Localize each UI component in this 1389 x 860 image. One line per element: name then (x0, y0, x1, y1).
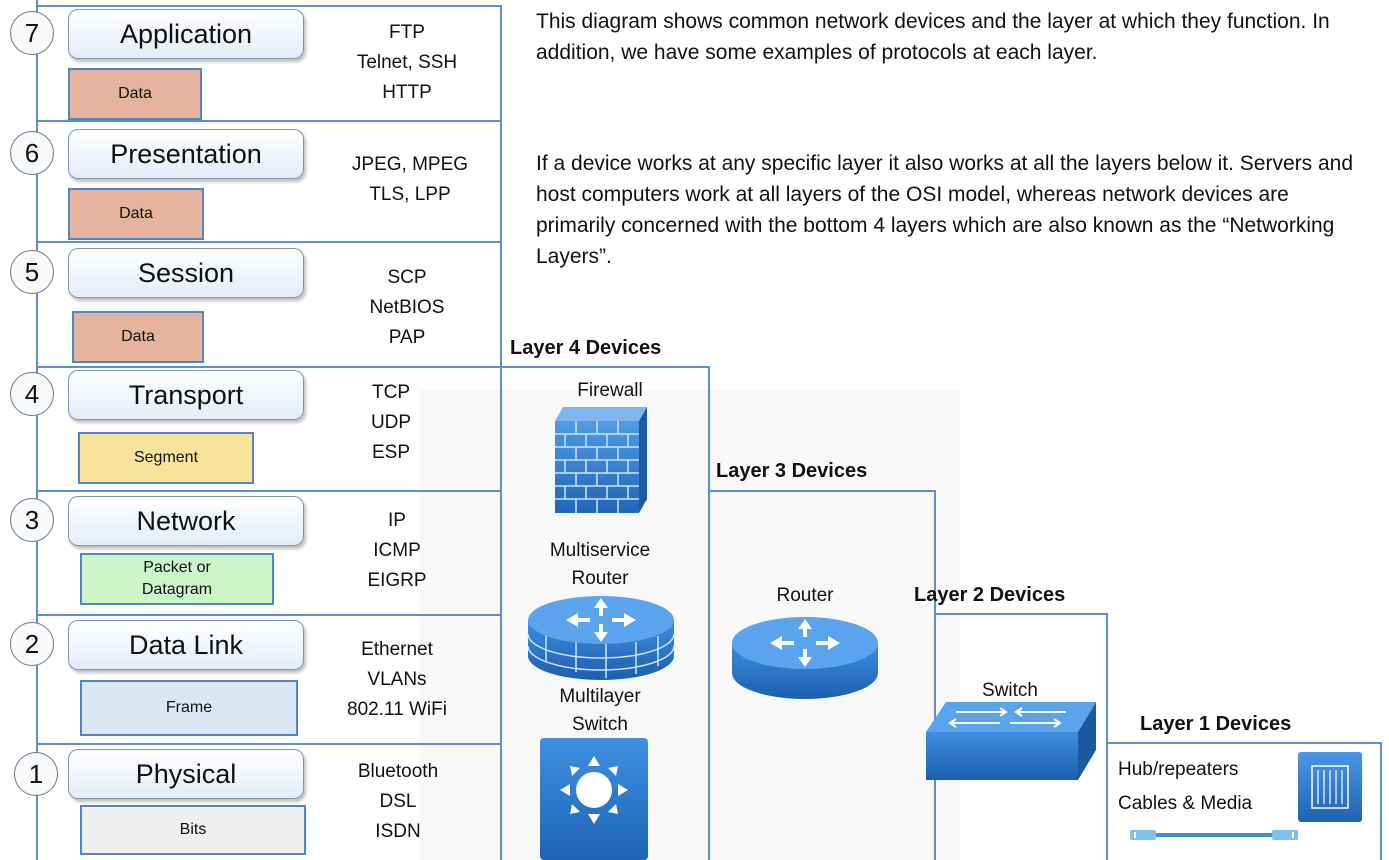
description-para2: If a device works at any specific layer … (536, 152, 1354, 268)
pdu-box: Data (68, 68, 202, 120)
pdu-line: Datagram (141, 581, 213, 598)
layer-name: Data Link (68, 620, 304, 670)
layer1-devices-title: Layer 1 Devices (1140, 713, 1292, 735)
protocol: VLANs (367, 669, 427, 690)
protocol: PAP (388, 327, 426, 348)
multiservice-router-label: Multiservice Router (520, 537, 680, 593)
label-line: Multiservice (549, 540, 651, 561)
separator-4-3 (36, 490, 502, 492)
cables-label: Cables & Media (1118, 793, 1253, 814)
pdu-box: Segment (78, 432, 254, 484)
layer-number: 7 (10, 11, 54, 55)
pdu-box: Bits (80, 805, 306, 855)
layer-name: Session (68, 248, 304, 298)
layer3-devices-title: Layer 3 Devices (716, 460, 868, 482)
firewall-label: Firewall (577, 380, 643, 401)
router-icon (732, 617, 878, 699)
protocol-list: JPEG, MPEG TLS, LPP (330, 150, 490, 210)
protocol-list: Bluetooth DSL ISDN (318, 757, 478, 847)
protocol: HTTP (382, 82, 432, 103)
layer-number: 2 (10, 622, 54, 666)
table-right-line (500, 5, 502, 860)
layer4-devices-title: Layer 4 Devices (510, 337, 662, 359)
separator-6-5 (36, 241, 502, 243)
layer-number: 4 (10, 372, 54, 416)
separator-7-6 (36, 120, 502, 122)
protocol: 802.11 WiFi (347, 699, 447, 720)
protocol-list: SCP NetBIOS PAP (327, 263, 487, 353)
separator-2-1 (36, 743, 502, 745)
protocol: TCP (372, 382, 410, 403)
protocol: UDP (370, 412, 412, 433)
hub-icon (1298, 752, 1362, 822)
protocol: ESP (371, 442, 411, 463)
protocol: Telnet, SSH (356, 52, 458, 73)
pdu-line: Packet or (143, 559, 211, 577)
layer1-top-line (1106, 742, 1382, 744)
layer3-right-line (934, 490, 936, 860)
hub-label: Hub/repeaters (1118, 759, 1239, 780)
protocol: Ethernet (361, 639, 433, 660)
layer2-top-line (934, 613, 1108, 615)
layer2-devices-title: Layer 2 Devices (914, 584, 1066, 606)
router-label: Router (776, 585, 834, 606)
layer-name: Application (68, 9, 304, 59)
watermark (420, 390, 960, 860)
separator-5-4 (36, 366, 708, 368)
protocol: ICMP (373, 540, 421, 561)
firewall-icon (555, 407, 647, 513)
layer-name: Transport (68, 370, 304, 420)
layer-number: 1 (14, 752, 58, 796)
layer-name: Physical (68, 749, 304, 799)
label-line: Router (571, 568, 629, 589)
switch-label: Switch (982, 680, 1038, 701)
protocol: NetBIOS (369, 297, 445, 318)
multilayer-switch-icon (540, 738, 648, 860)
protocol-list: Ethernet VLANs 802.11 WiFi (317, 635, 477, 725)
layer-number: 3 (10, 498, 54, 542)
protocol-list: FTP Telnet, SSH HTTP (327, 18, 487, 108)
pdu-box: Data (68, 188, 204, 240)
protocol: EIGRP (367, 570, 427, 591)
separator-3-2 (36, 614, 502, 616)
protocol-list: IP ICMP EIGRP (317, 506, 477, 596)
label-line: Switch (572, 714, 628, 735)
pdu-box: Packet or Datagram (80, 553, 274, 605)
cable-icon (1130, 830, 1298, 840)
protocol: Bluetooth (357, 761, 439, 782)
multilayer-switch-label: Multilayer Switch (520, 683, 680, 739)
protocol: SCP (387, 267, 427, 288)
switch-icon (926, 702, 1096, 780)
description-para1: This diagram shows common network device… (536, 10, 1330, 64)
protocol: JPEG, MPEG (351, 154, 469, 175)
protocol-list: TCP UDP ESP (311, 378, 471, 468)
layer-number: 5 (10, 250, 54, 294)
layer2-right-line (1106, 613, 1108, 860)
pdu-box: Frame (80, 680, 298, 736)
protocol: IP (388, 510, 406, 531)
layer3-top-line (708, 490, 936, 492)
layer-name: Network (68, 496, 304, 546)
layer4-right-line (708, 366, 710, 860)
protocol: FTP (389, 22, 425, 43)
protocol: ISDN (375, 821, 421, 842)
label-line: Multilayer (559, 686, 641, 707)
left-border-line (36, 0, 38, 860)
pdu-box: Data (72, 311, 204, 363)
protocol: DSL (379, 791, 417, 812)
layer-name: Presentation (68, 129, 304, 179)
protocol: TLS, LPP (369, 184, 451, 205)
separator-top (36, 5, 502, 7)
multiservice-router-icon (527, 596, 675, 680)
layer1-right-line (1380, 742, 1382, 860)
layer-number: 6 (10, 131, 54, 175)
